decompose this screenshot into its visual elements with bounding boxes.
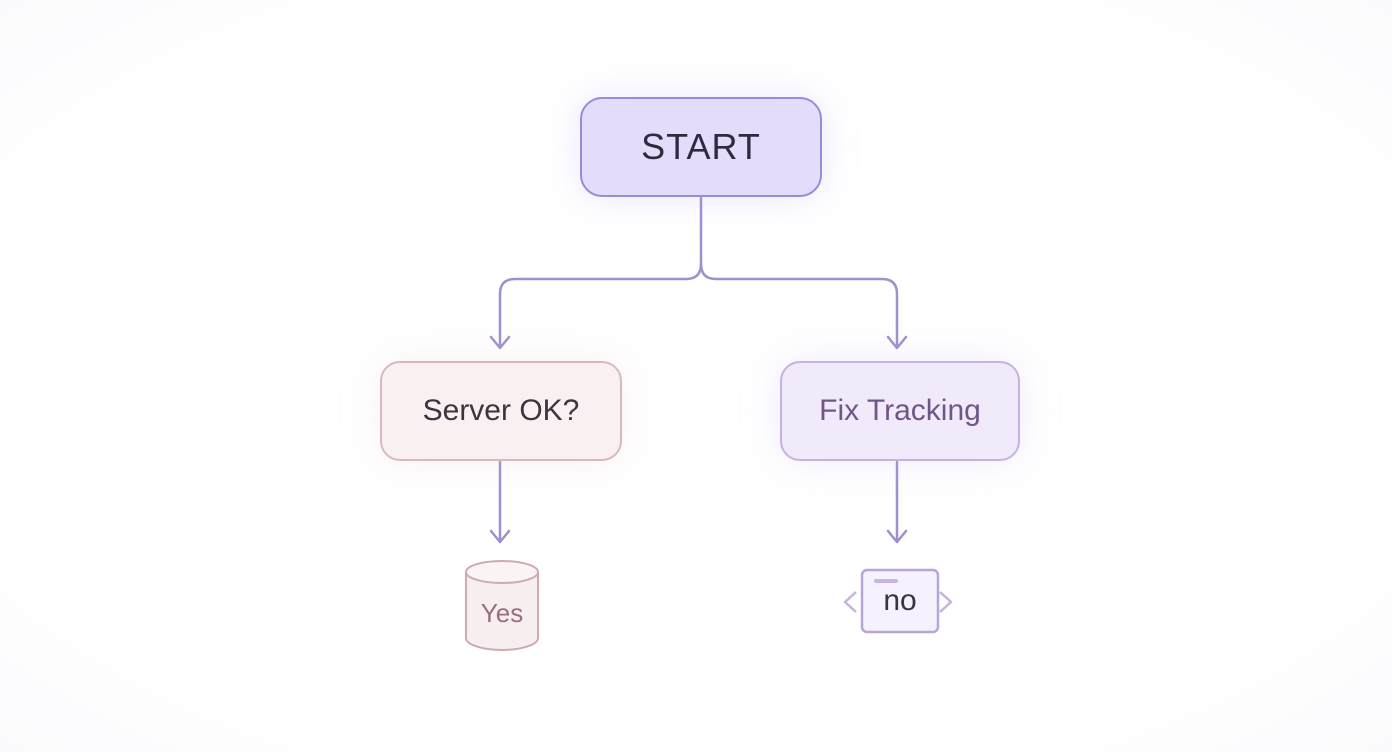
arrowhead-fix	[886, 335, 908, 350]
edge-start-to-fix	[699, 262, 899, 348]
edge-start-to-server	[498, 196, 703, 348]
arrowhead-server	[489, 335, 511, 350]
tag-shape-icon	[843, 568, 953, 634]
start-node-label: START	[641, 126, 761, 167]
server-check-node[interactable]: Server OK?	[380, 361, 622, 461]
cylinder-shape-icon	[465, 560, 539, 651]
fix-tracking-node[interactable]: Fix Tracking	[780, 361, 1020, 461]
fix-tracking-node-label: Fix Tracking	[819, 394, 981, 427]
server-check-node-label: Server OK?	[422, 394, 580, 427]
arrowhead-no	[886, 529, 908, 544]
yes-cylinder-node[interactable]: Yes	[463, 558, 541, 654]
no-tag-node[interactable]: no	[842, 568, 954, 636]
no-node-label: no	[883, 584, 917, 617]
yes-node-label: Yes	[480, 598, 524, 628]
arrowhead-yes	[489, 529, 511, 544]
start-node[interactable]: START	[580, 97, 822, 197]
